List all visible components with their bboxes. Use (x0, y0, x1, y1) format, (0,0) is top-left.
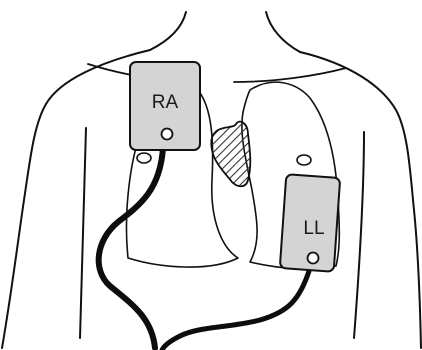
neck-left (150, 12, 186, 50)
electrode-ra: RA (130, 62, 200, 150)
right-clavicle (234, 68, 346, 82)
ra-cable (99, 148, 163, 348)
right-armpit-line (354, 132, 364, 338)
clavicles (88, 64, 346, 82)
right-nipple (297, 155, 311, 165)
electrode-ll: LL (280, 174, 340, 272)
neck-right (266, 12, 300, 52)
ll-electrode-label: LL (303, 218, 324, 239)
ra-electrode-label: RA (152, 92, 179, 113)
ll-cable (162, 268, 310, 350)
ra-electrode-snap-icon (162, 129, 173, 140)
left-armpit-line (80, 128, 86, 338)
heart-shape (211, 122, 250, 187)
left-nipple (137, 153, 151, 163)
ll-electrode-snap-icon (308, 253, 319, 264)
